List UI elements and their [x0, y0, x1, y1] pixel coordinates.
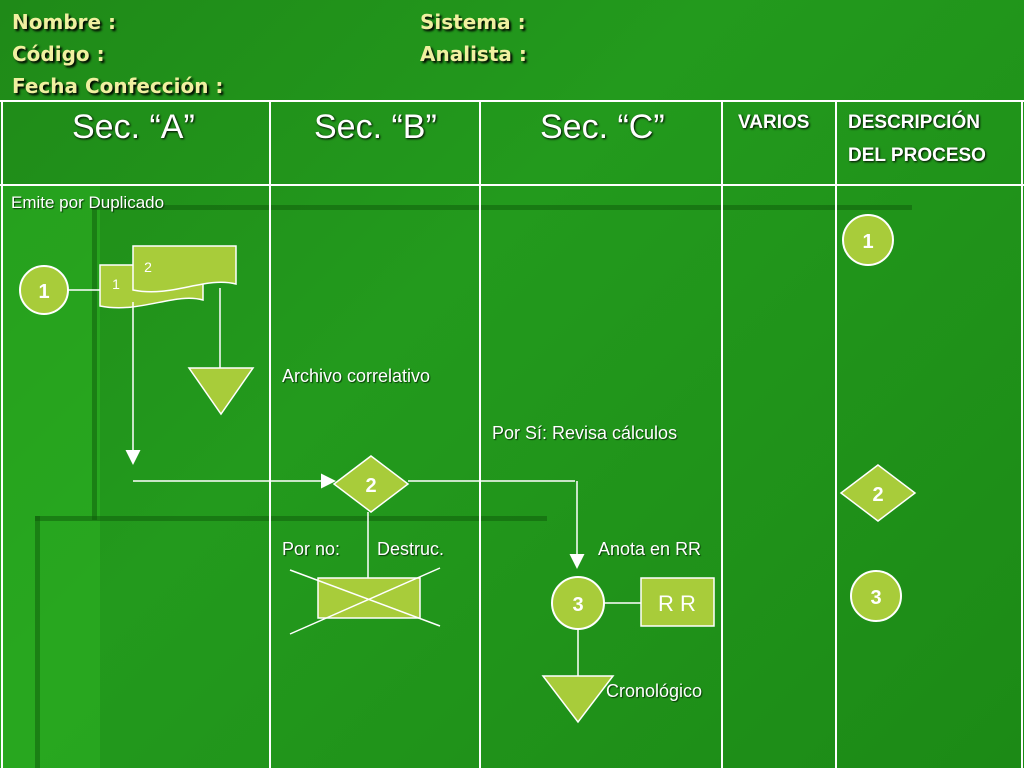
shadow-line-low [35, 516, 40, 768]
shadow-line-left [92, 205, 97, 520]
destruction-cross-a [289, 569, 441, 627]
document-copy-2-shape [132, 245, 237, 293]
shadow-line-mid [35, 516, 547, 521]
copy-1-number: 1 [112, 276, 120, 292]
decision-2-number: 2 [365, 475, 376, 497]
rr-register-box [640, 577, 715, 627]
label-archivo-correlativo: Archivo correlativo [282, 366, 431, 386]
column-heading-desc-line2: DEL PROCESO [848, 145, 986, 166]
nombre-label: Nombre : [12, 10, 117, 34]
desc-circle-1 [842, 214, 894, 266]
column-heading-desc-line1: DESCRIPCIÓN [848, 112, 980, 133]
table-grid [0, 100, 1024, 768]
codigo-label: Código : [12, 42, 105, 66]
desc-1-number: 1 [862, 231, 873, 253]
copy-2-number: 2 [144, 259, 152, 275]
analista-label: Analista : [420, 42, 527, 66]
desc-3-number: 3 [870, 587, 881, 609]
step-1-number: 1 [38, 281, 49, 303]
step-3-number: 3 [572, 594, 583, 616]
sistema-label: Sistema : [420, 10, 526, 34]
desc-2-number: 2 [872, 484, 883, 506]
label-anota-en-rr: Anota en RR [598, 539, 702, 559]
archivo-triangle [187, 367, 255, 416]
column-heading-sec-a: Sec. “A” [72, 108, 195, 146]
label-cronologico: Cronológico [606, 681, 703, 701]
destruction-cross-b [289, 567, 441, 635]
label-emite-por-duplicado: Emite por Duplicado [11, 193, 165, 212]
cronologico-triangle [541, 675, 615, 724]
rr-label: R R [658, 591, 696, 616]
label-por-si: Por Sí: Revisa cálculos [492, 423, 678, 443]
desc-circle-3 [850, 570, 902, 622]
label-destruc: Destruc. [377, 539, 445, 559]
fecha-label: Fecha Confección : [12, 74, 224, 98]
column-heading-sec-b: Sec. “B” [314, 108, 437, 146]
shadow-line-top [92, 205, 912, 210]
column-heading-varios: VARIOS [738, 112, 810, 133]
decision-diamond-2 [332, 455, 410, 513]
label-por-no: Por no: [282, 539, 341, 559]
column-heading-sec-c: Sec. “C” [540, 108, 665, 146]
desc-diamond-2 [839, 464, 917, 522]
